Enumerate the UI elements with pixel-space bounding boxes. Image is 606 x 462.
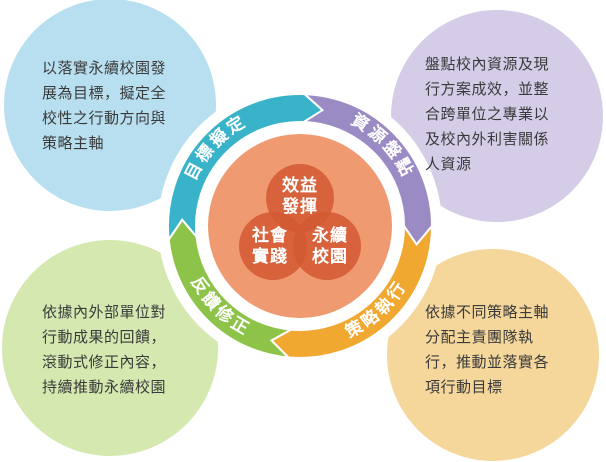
center-circle-social bbox=[239, 212, 307, 280]
feedback-description: 依據內外部單位對 行動成果的回饋， 滾動式修正內容， 持續推動永續校園 bbox=[42, 303, 167, 396]
center-label-campus: 永續 校園 bbox=[312, 226, 348, 267]
center-circle-campus bbox=[293, 212, 361, 280]
ring-segment-feedback bbox=[167, 218, 295, 359]
execute-description: 依據不同策略主軸 分配主責團隊執 行，推動並落實各 項行動目標 bbox=[425, 303, 550, 396]
execute-blob bbox=[387, 249, 599, 461]
resource-blob bbox=[391, 10, 603, 222]
center-label-social: 社會 實踐 bbox=[252, 226, 288, 267]
center-label-benefit: 效益 發揮 bbox=[282, 176, 318, 217]
goal-description: 以落實永續校園發 展為目標，擬定全 校性之行動方向與 策略主軸 bbox=[42, 59, 167, 152]
goal-blob bbox=[4, 0, 216, 211]
resource-description: 盤點校內資源及現 行方案成效，並整 合跨單位之專業以 及校內外利害關係 人資源 bbox=[425, 55, 550, 173]
feedback-blob bbox=[2, 240, 218, 456]
